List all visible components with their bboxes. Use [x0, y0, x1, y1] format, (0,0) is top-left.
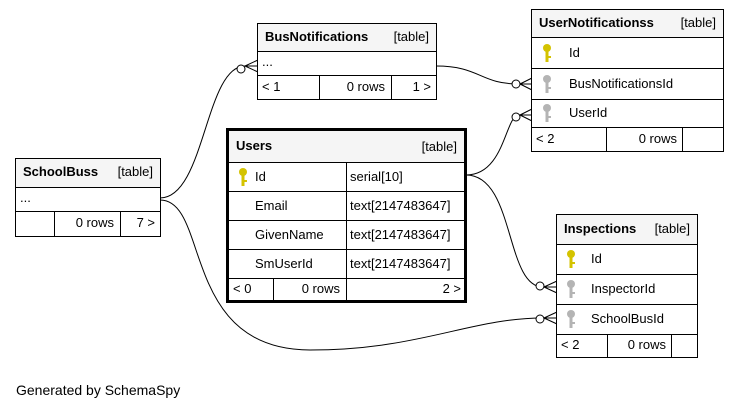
table-kind: [table]	[680, 15, 716, 30]
columns-collapsed: ...	[16, 188, 160, 212]
table-footer: < 2 0 rows	[557, 335, 697, 357]
columns-collapsed: ...	[258, 52, 436, 76]
generated-by-footer: Generated by SchemaSpy	[16, 382, 181, 398]
column-row[interactable]: Id	[532, 38, 723, 69]
foreign-key-icon	[543, 104, 551, 122]
table-footer: < 0 0 rows 2 >	[229, 279, 464, 300]
foreign-key-icon	[567, 310, 575, 328]
edge-end-circle	[511, 112, 521, 122]
edge-users-usernotificationss	[465, 114, 532, 176]
column-row[interactable]: GivenName text[2147483647]	[229, 221, 464, 250]
primary-key-icon	[543, 44, 551, 62]
column-row[interactable]: Id serial[10]	[229, 163, 464, 192]
table-schoolbuss[interactable]: SchoolBuss [table] ... 0 rows 7 >	[15, 158, 161, 237]
column-name: InspectorId	[591, 281, 656, 296]
column-row[interactable]: Id	[557, 245, 697, 275]
table-usernotificationss[interactable]: UserNotificationss [table] Id BusNotific…	[531, 9, 724, 152]
table-name: BusNotifications	[265, 29, 369, 44]
next-link[interactable]: 2 >	[442, 281, 461, 296]
foreign-key-icon	[543, 75, 551, 93]
row-count: 0 rows	[627, 337, 666, 352]
column-name: GivenName	[255, 227, 324, 242]
table-header: BusNotifications [table]	[258, 24, 436, 52]
table-header: UserNotificationss [table]	[532, 10, 723, 38]
table-name: SchoolBuss	[23, 164, 99, 179]
column-row[interactable]: SchoolBusId	[557, 305, 697, 335]
table-header: SchoolBuss [table]	[16, 159, 160, 188]
table-busnotifications[interactable]: BusNotifications [table] ... < 1 0 rows …	[257, 23, 437, 100]
edge-end-circle	[535, 314, 545, 324]
row-count: 0 rows	[75, 215, 114, 230]
edge-end-circle	[236, 64, 246, 74]
prev-link[interactable]: < 2	[561, 337, 580, 352]
row-count: 0 rows	[346, 79, 385, 94]
column-type: text[2147483647]	[350, 227, 451, 242]
column-name: SmUserId	[255, 256, 313, 271]
foreign-key-icon	[567, 280, 575, 298]
prev-link[interactable]: < 2	[536, 131, 555, 146]
table-users[interactable]: Users [table] Id serial[10] Email text[2…	[226, 128, 467, 303]
table-kind: [table]	[393, 29, 429, 44]
column-row[interactable]: InspectorId	[557, 275, 697, 305]
edge-busnotifications-usernotificationss	[435, 65, 532, 85]
prev-link[interactable]: < 0	[233, 281, 252, 296]
column-name: Id	[569, 45, 580, 60]
column-row[interactable]: UserId	[532, 100, 723, 128]
edge-end-circle	[535, 281, 545, 291]
column-name: BusNotificationsId	[569, 76, 674, 91]
next-link[interactable]: 7 >	[136, 215, 155, 230]
prev-link[interactable]: < 1	[262, 79, 281, 94]
next-link[interactable]: 1 >	[412, 79, 431, 94]
column-type: serial[10]	[350, 169, 403, 184]
table-footer: < 2 0 rows	[532, 128, 723, 152]
table-name: Inspections	[564, 221, 637, 236]
column-row[interactable]: Email text[2147483647]	[229, 192, 464, 221]
column-row[interactable]: BusNotificationsId	[532, 69, 723, 100]
row-count: 0 rows	[301, 281, 340, 296]
table-kind: [table]	[654, 221, 690, 236]
edge-users-inspections	[465, 174, 557, 288]
column-row[interactable]: SmUserId text[2147483647]	[229, 250, 464, 279]
column-name: Id	[591, 251, 602, 266]
column-name: Email	[255, 198, 288, 213]
primary-key-icon	[239, 168, 247, 186]
table-kind: [table]	[421, 139, 457, 154]
table-header: Inspections [table]	[557, 215, 697, 245]
edge-end-circle	[511, 79, 521, 89]
table-kind: [table]	[117, 164, 153, 179]
column-type: text[2147483647]	[350, 198, 451, 213]
table-name: UserNotificationss	[539, 15, 654, 30]
column-name: SchoolBusId	[591, 311, 664, 326]
table-name: Users	[236, 138, 273, 153]
primary-key-icon	[567, 250, 575, 268]
table-footer: 0 rows 7 >	[16, 212, 160, 236]
row-count: 0 rows	[638, 131, 677, 146]
table-header: Users [table]	[229, 131, 464, 163]
column-type: text[2147483647]	[350, 256, 451, 271]
table-footer: < 1 0 rows 1 >	[258, 76, 436, 99]
table-inspections[interactable]: Inspections [table] Id InspectorId Schoo…	[556, 214, 698, 358]
column-name: Id	[255, 169, 266, 184]
column-name: UserId	[569, 105, 608, 120]
ellipsis: ...	[20, 190, 31, 205]
ellipsis: ...	[262, 54, 273, 69]
